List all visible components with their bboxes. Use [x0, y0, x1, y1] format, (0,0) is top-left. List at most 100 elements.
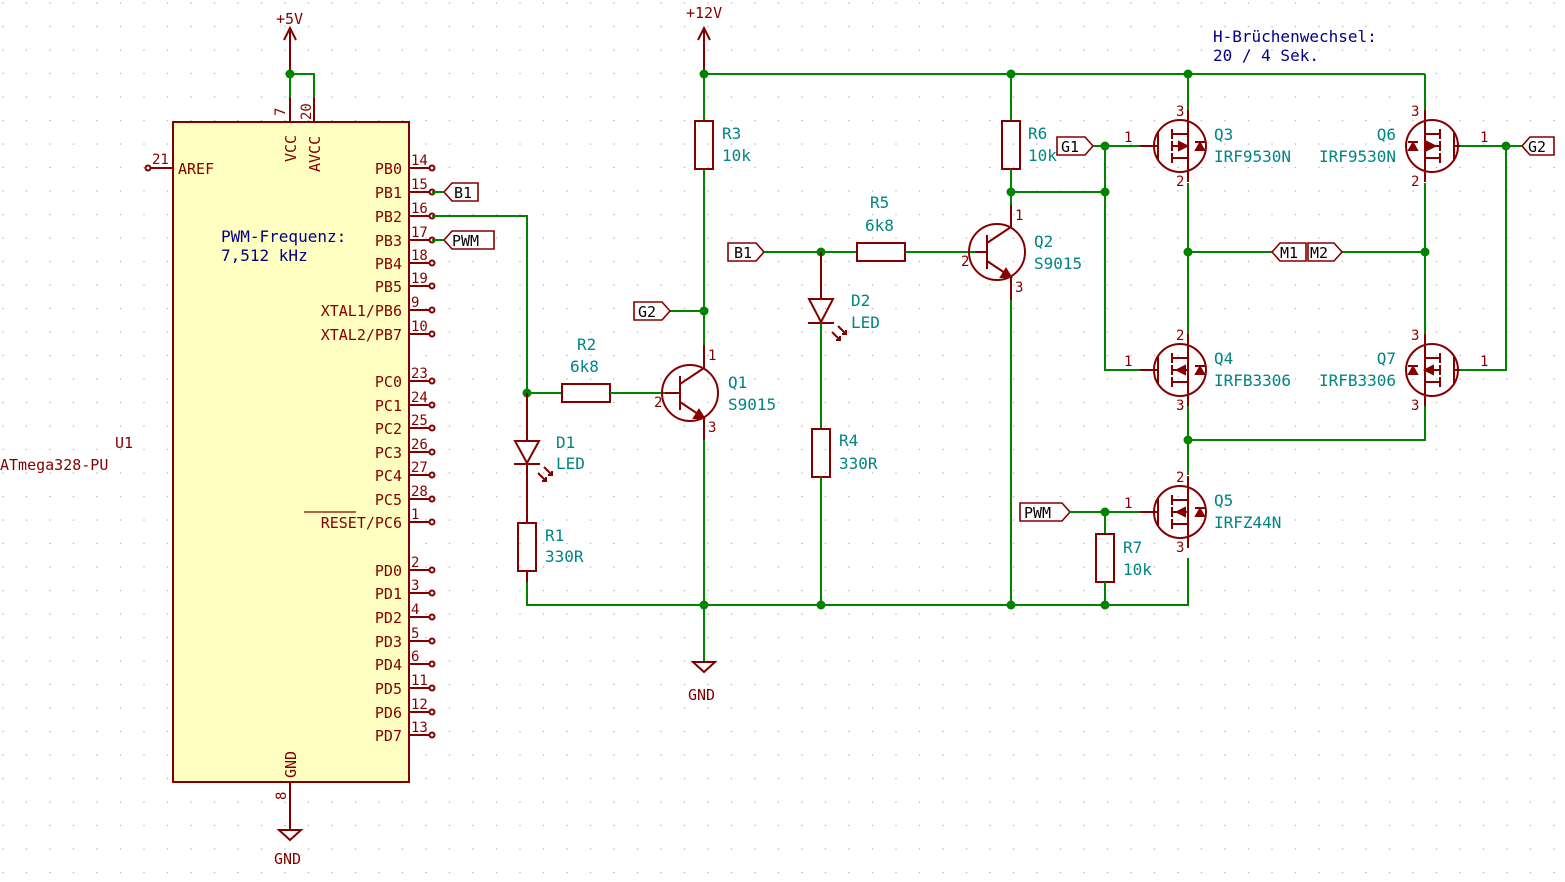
power-12v-symbol: +12V [686, 4, 722, 74]
wire-gate-q7 [1460, 146, 1507, 371]
u1-pin-num: 14 [411, 153, 428, 169]
q7-pin-gate: 1 [1480, 354, 1488, 370]
r6-value: 10k [1028, 146, 1057, 165]
label-g1-text: G1 [1061, 138, 1079, 156]
u1-pin-num: 1 [411, 507, 419, 523]
r1-resistor[interactable]: R1 330R [517, 522, 584, 582]
u1-vcc-label: VCC [282, 135, 300, 162]
r3-value: 10k [722, 146, 751, 165]
r3-ref: R3 [722, 124, 741, 143]
d1-led[interactable]: D1 LED [513, 393, 585, 522]
u1-pin-name: PD4 [375, 656, 402, 674]
u1-pin-name: PB5 [375, 278, 402, 296]
u1-pin-name: PB1 [375, 184, 402, 202]
label-m1-text: M1 [1280, 244, 1298, 262]
q2-value: S9015 [1034, 254, 1082, 273]
r2-resistor[interactable]: R2 6k8 [561, 335, 611, 403]
r2-value: 6k8 [570, 357, 599, 376]
d1-ref: D1 [556, 433, 575, 452]
label-pwm-u1[interactable]: PWM [442, 230, 495, 250]
u1-pin-name: PC0 [375, 373, 402, 391]
label-m2[interactable]: M2 [1307, 242, 1344, 262]
q1-transistor[interactable]: 1 2 3 Q1 S9015 [654, 345, 776, 440]
note-line1: H-Brüchenwechsel: [1213, 27, 1377, 46]
r3-resistor[interactable]: R3 10k [694, 120, 751, 170]
u1-pin-name: PB3 [375, 232, 402, 250]
label-pwm-u1-text: PWM [452, 232, 479, 250]
u1-pin-name: PB4 [375, 255, 402, 273]
r4-value: 330R [839, 454, 878, 473]
label-g1[interactable]: G1 [1056, 136, 1095, 156]
gnd-symbol-main: GND [688, 661, 718, 704]
r5-resistor[interactable]: R5 6k8 [856, 193, 906, 262]
q5-value: IRFZ44N [1214, 513, 1281, 532]
r4-resistor[interactable]: R4 330R [811, 428, 878, 478]
gnd-label-main: GND [688, 686, 715, 704]
r7-resistor[interactable]: R7 10k [1095, 533, 1152, 583]
u1-pin-name: PB2 [375, 208, 402, 226]
label-b1-u1[interactable]: B1 [442, 182, 479, 202]
power-5v-label: +5V [276, 10, 303, 28]
wire-source-bus [1188, 405, 1426, 441]
q6-pin-bottom: 2 [1411, 174, 1419, 190]
gnd-symbol-u1: GND [274, 806, 304, 868]
label-b1-right[interactable]: B1 [727, 242, 766, 262]
u1-aref-label: AREF [178, 160, 214, 178]
q2-transistor[interactable]: 1 2 3 Q2 S9015 [961, 205, 1082, 300]
q4-ref: Q4 [1214, 349, 1233, 368]
r2-ref: R2 [577, 335, 596, 354]
u1-avcc-label: AVCC [306, 136, 324, 172]
label-m1[interactable]: M1 [1270, 242, 1307, 262]
u1-pin-num: 16 [411, 201, 428, 217]
q3-pin-bottom: 2 [1176, 174, 1184, 190]
u1-pin-num: 3 [411, 578, 419, 594]
gnd-label-u1: GND [274, 850, 301, 868]
q2-pin2: 2 [961, 254, 969, 270]
d2-led[interactable]: D2 LED [807, 252, 880, 341]
q7-ref: Q7 [1377, 349, 1396, 368]
q3-ref: Q3 [1214, 125, 1233, 144]
u1-pin-num: 10 [411, 319, 428, 335]
label-g2-left[interactable]: G2 [633, 301, 672, 321]
u1-atmega328[interactable]: U1 ATmega328-PU VCC AVCC 7 20 21 AREF GN… [0, 98, 436, 806]
r6-resistor[interactable]: R6 10k [1001, 120, 1057, 170]
q1-pin2: 2 [654, 395, 662, 411]
label-pwm-right[interactable]: PWM [1019, 502, 1072, 522]
q7-pin-bottom: 3 [1411, 398, 1419, 414]
wire-gate-q4 [1104, 146, 1140, 371]
pwm-note-line2: 7,512 kHz [221, 246, 308, 265]
q6-pin-gate: 1 [1480, 130, 1488, 146]
u1-pin-pb2[interactable]: PB2 16 [375, 201, 436, 226]
u1-pin-num: 12 [411, 697, 428, 713]
q5-pin-gate: 1 [1124, 496, 1132, 512]
label-g2-right[interactable]: G2 [1520, 136, 1555, 156]
u1-pin-name: PD0 [375, 562, 402, 580]
